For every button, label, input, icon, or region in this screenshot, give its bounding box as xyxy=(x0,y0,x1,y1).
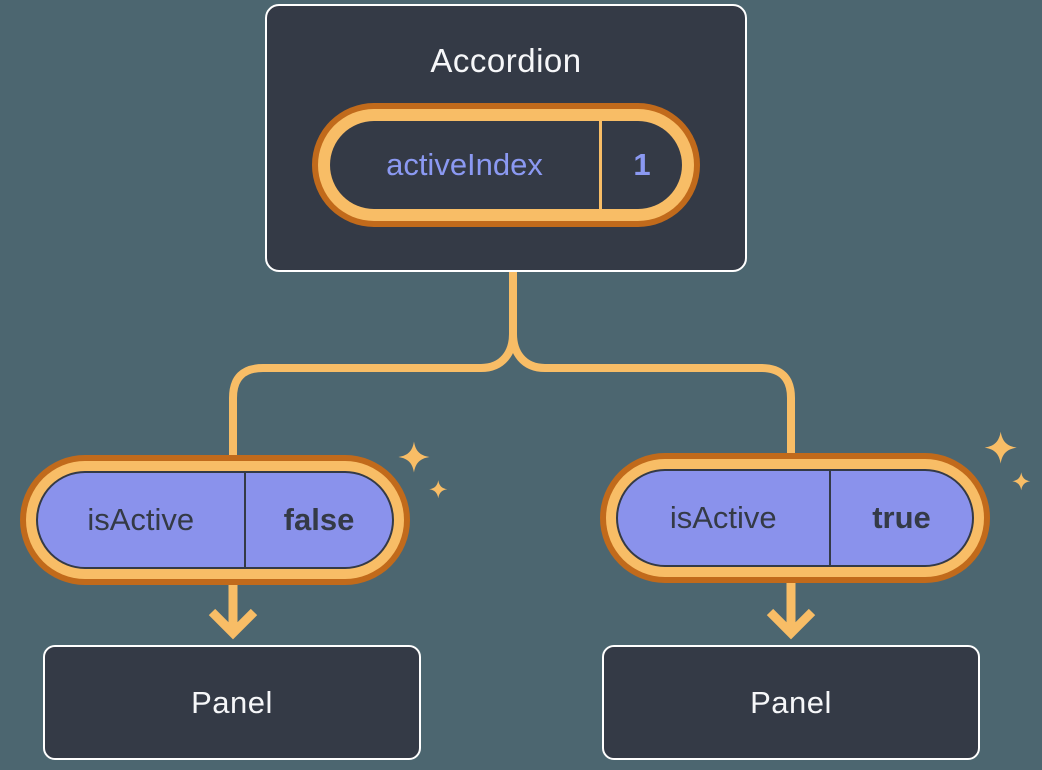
child-state-pill-right-body: isActive true xyxy=(616,469,974,567)
branch-line-right xyxy=(509,272,795,453)
child-left-state-value: false xyxy=(283,502,355,537)
root-state-pill: activeIndex 1 xyxy=(312,103,700,227)
sparkles-icon xyxy=(984,431,1031,491)
child-state-pill-right: isActive true xyxy=(600,453,990,583)
child-right-state-name: isActive xyxy=(669,500,777,535)
panel-node-right: Panel xyxy=(602,645,980,760)
root-state-name: activeIndex xyxy=(386,147,543,182)
root-state-divider xyxy=(599,121,602,209)
root-state-pill-body: activeIndex 1 xyxy=(330,121,682,209)
panel-right-label: Panel xyxy=(750,684,832,720)
child-state-pill-left-ring: isActive false xyxy=(26,461,404,579)
child-right-state-value: true xyxy=(872,500,931,535)
branch-line-left xyxy=(229,272,517,455)
panel-left-label: Panel xyxy=(191,684,273,720)
panel-node-left: Panel xyxy=(43,645,421,760)
child-state-pill-left: isActive false xyxy=(20,455,410,585)
child-state-pill-left-body: isActive false xyxy=(36,471,394,569)
root-state-pill-ring: activeIndex 1 xyxy=(318,109,694,221)
child-right-state-divider xyxy=(828,471,831,565)
arrow-left-head xyxy=(208,608,258,640)
child-left-state-divider xyxy=(243,473,246,567)
accordion-node-title: Accordion xyxy=(430,42,582,79)
sparkles-icon xyxy=(398,441,448,499)
child-state-pill-right-ring: isActive true xyxy=(606,459,984,577)
child-left-state-name: isActive xyxy=(87,502,195,537)
root-state-value: 1 xyxy=(633,147,651,182)
arrow-right-head xyxy=(766,608,816,640)
